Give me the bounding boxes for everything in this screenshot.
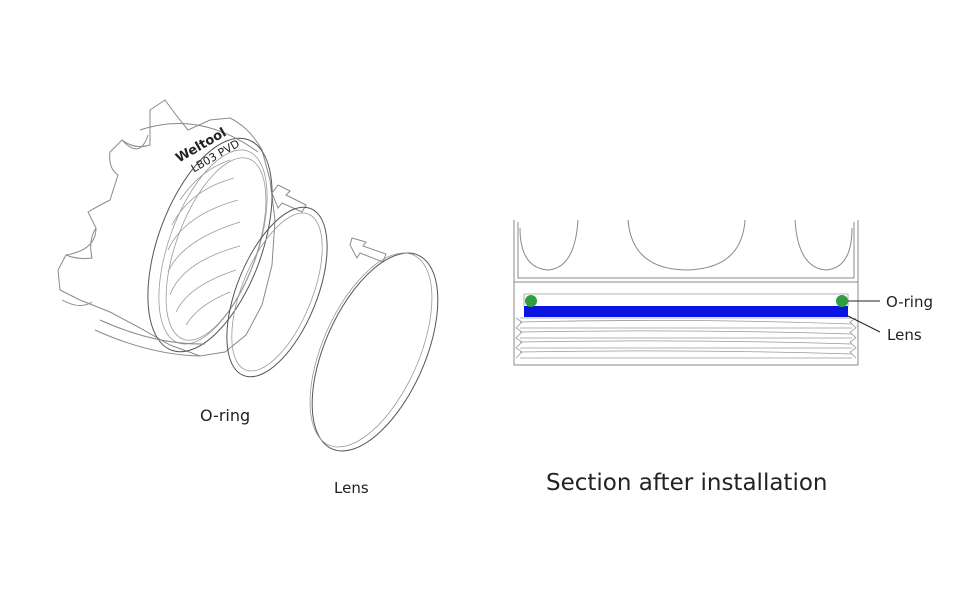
section-oring-left [525, 295, 537, 307]
section-lens-label: Lens [887, 326, 922, 344]
section-oring-label: O-ring [886, 293, 933, 311]
section-drawing [513, 219, 881, 366]
section-title: Section after installation [546, 470, 827, 496]
arrow-icon [349, 237, 387, 263]
arrow-icon [271, 184, 307, 213]
lens-label: Lens [334, 479, 369, 497]
lens-leader-line [847, 315, 881, 333]
lens-drawing [309, 252, 439, 452]
section-lens [524, 306, 848, 317]
oring-drawing [226, 206, 328, 378]
section-oring-right [836, 295, 848, 307]
bezel-ring-drawing: Weltool LB03 PVD [57, 99, 276, 357]
oring-label: O-ring [200, 406, 250, 425]
